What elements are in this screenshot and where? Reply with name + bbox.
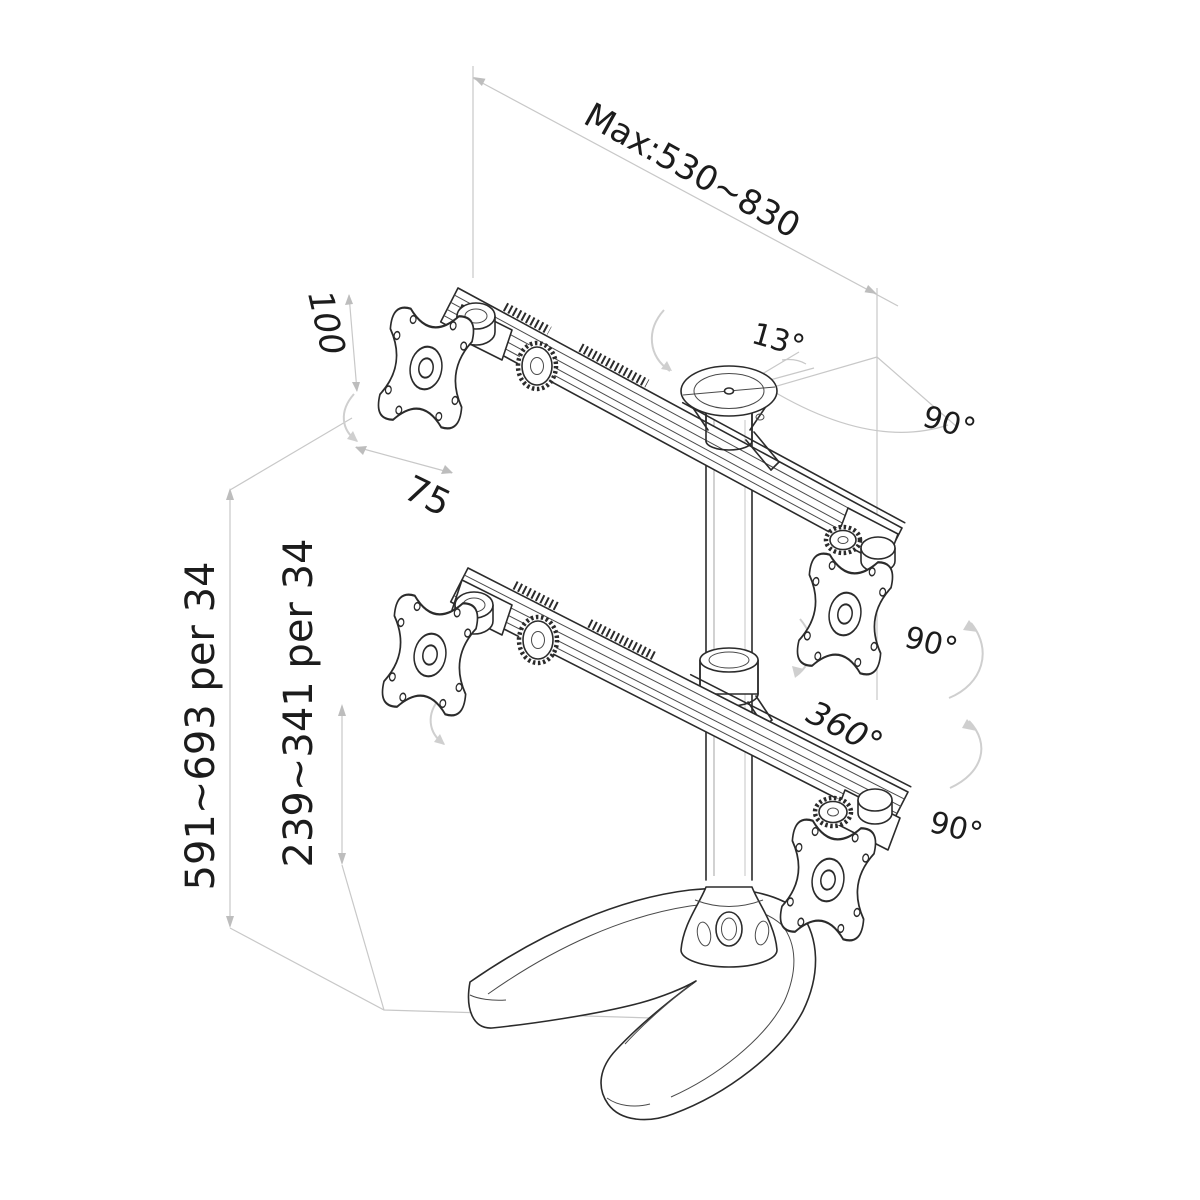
pole-top-cap	[680, 365, 780, 471]
label-height-range-lower: 239~341 per 34	[276, 538, 322, 868]
vesa-plate-lower-left	[379, 591, 481, 719]
lower-right-tilt-cylinder	[857, 788, 893, 825]
vesa-plate-upper-right	[794, 550, 896, 678]
rotation-arrow-icons	[342, 309, 984, 789]
construction-lines	[226, 66, 984, 1019]
vesa-plate-upper-left	[375, 304, 477, 432]
lower-right-knob	[812, 795, 854, 829]
lower-clamp-knob	[516, 614, 560, 666]
lower-crossbar-arm	[449, 567, 912, 851]
vesa-plate-lower-right	[777, 816, 879, 944]
upper-right-knob	[823, 524, 863, 556]
label-height-range-total: 591~693 per 34	[178, 561, 224, 891]
pole	[705, 400, 753, 884]
lower-arm-pole-collar	[699, 647, 773, 727]
upper-clamp-knob	[515, 340, 559, 392]
base-pedestal	[680, 886, 778, 968]
